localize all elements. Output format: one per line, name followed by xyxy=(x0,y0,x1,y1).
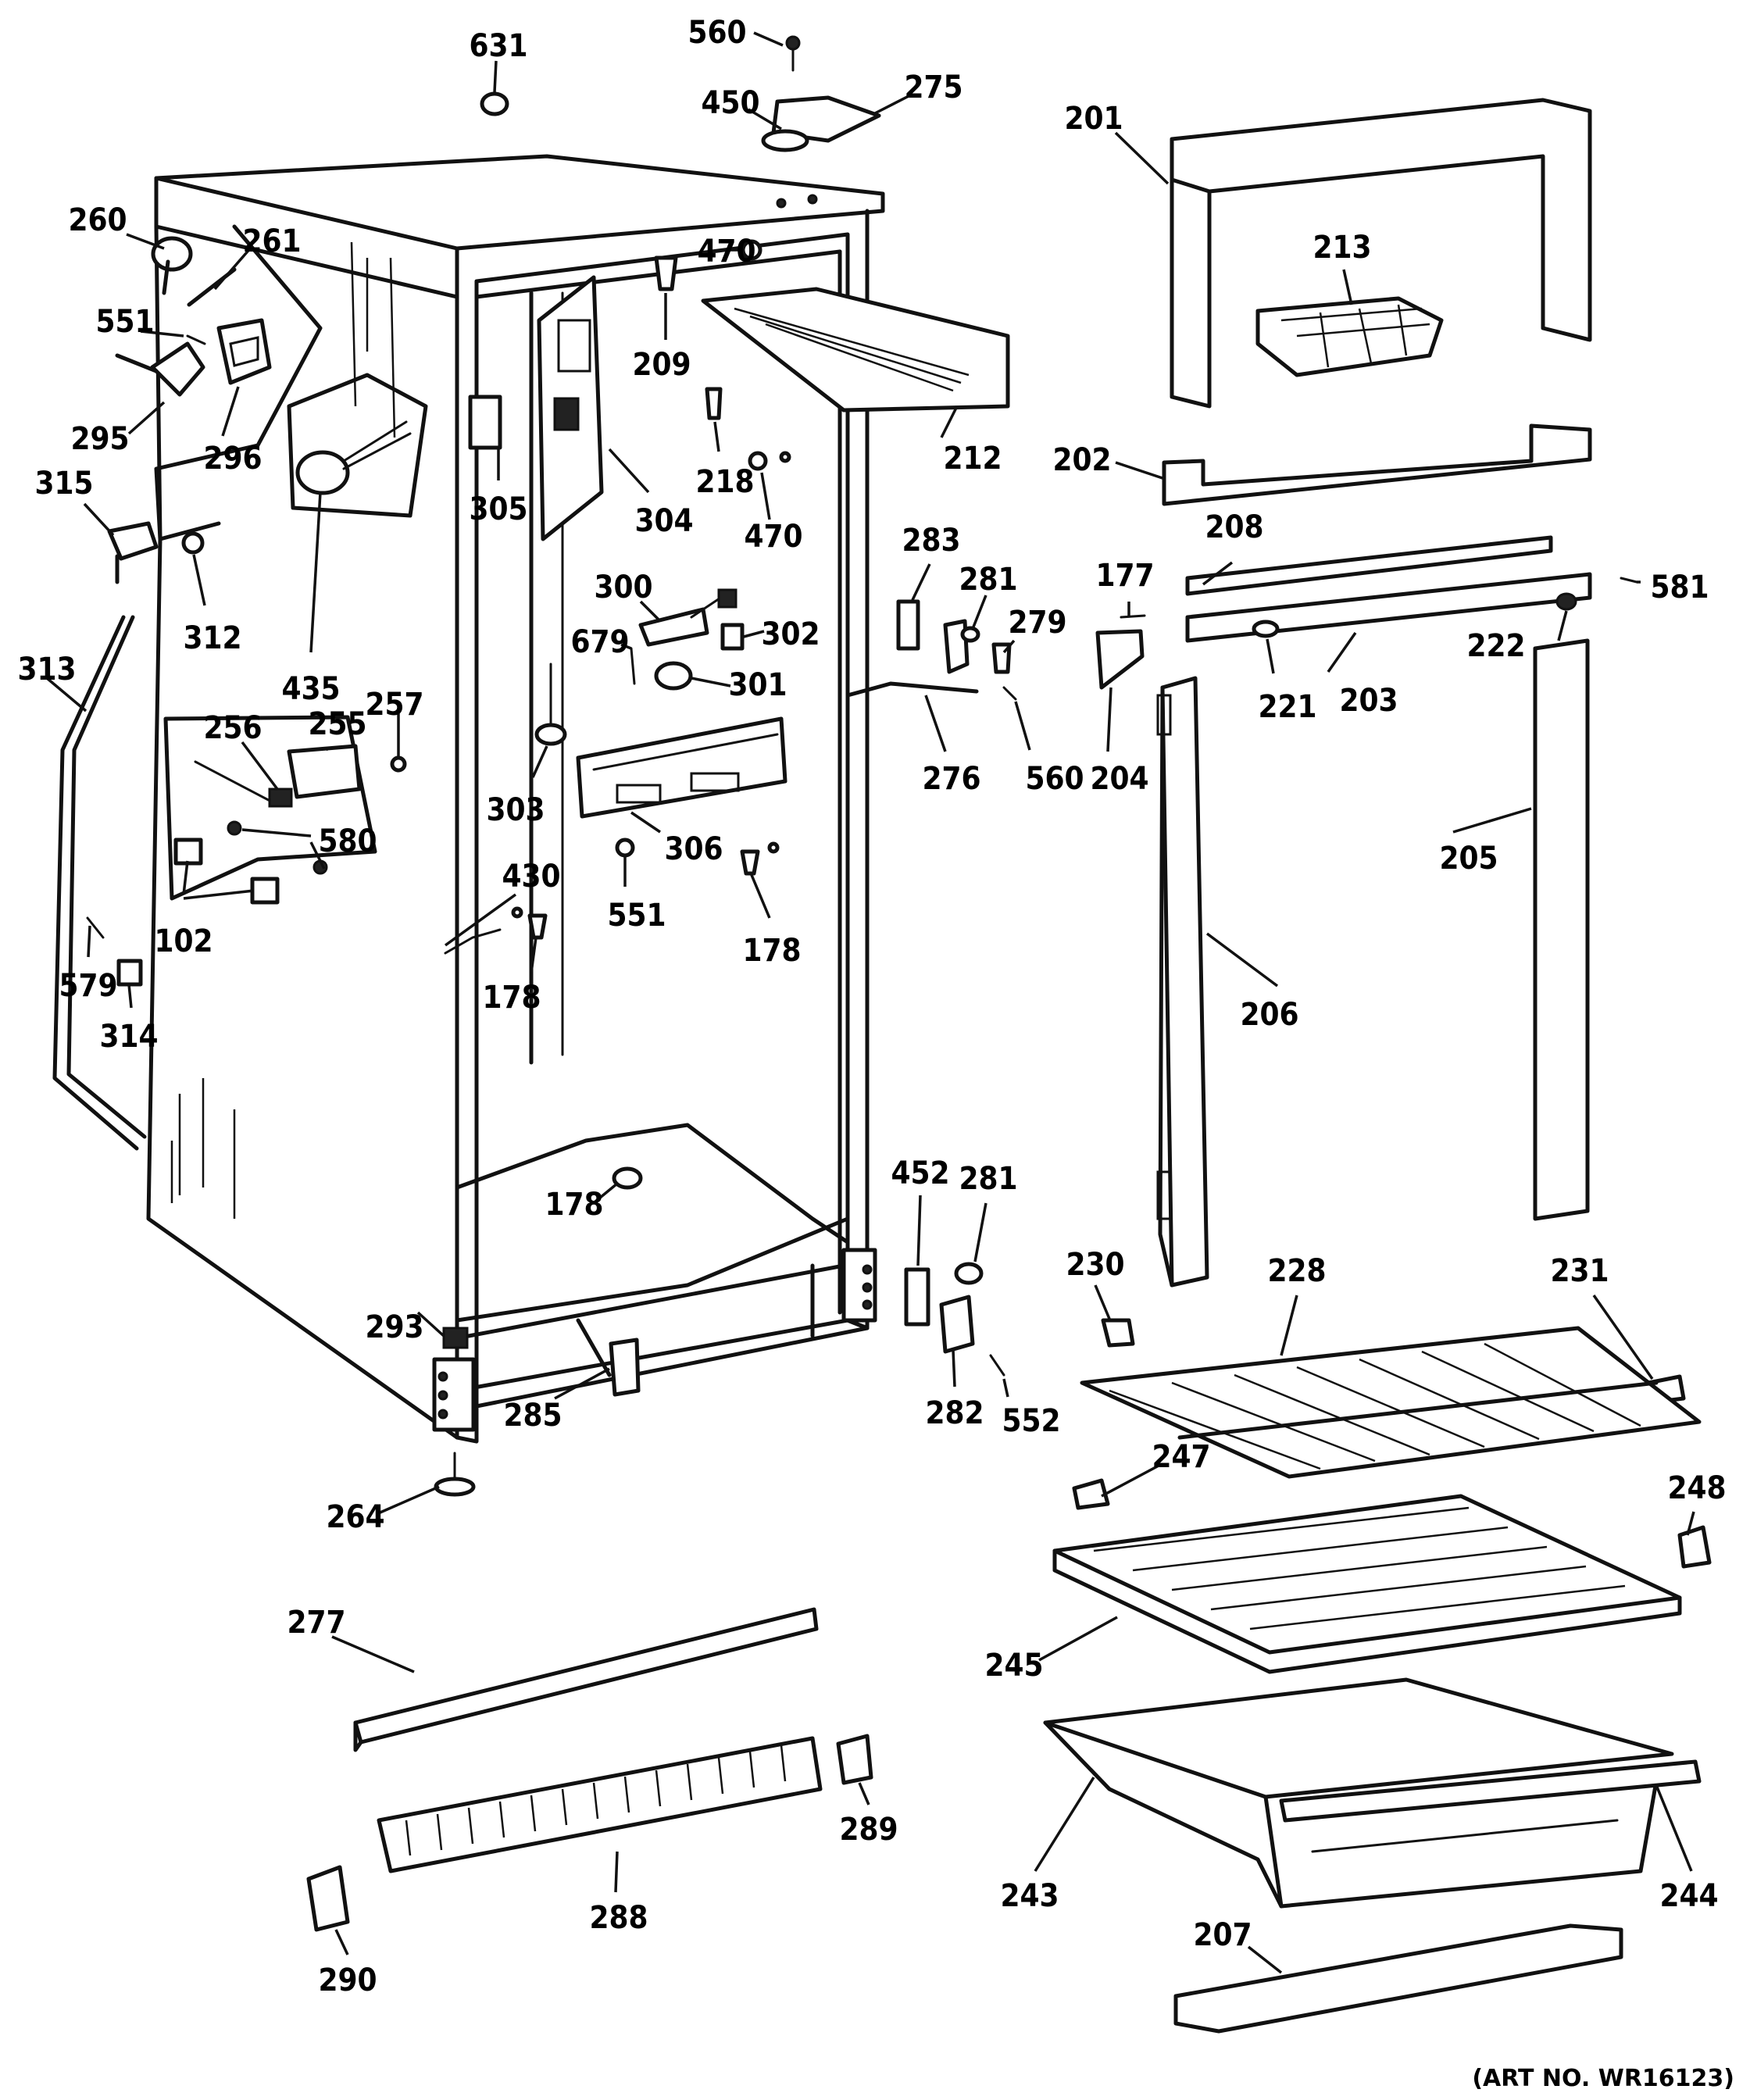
callout-222: 222 xyxy=(1466,628,1525,664)
callout-430: 430 xyxy=(502,859,560,895)
callout-213: 213 xyxy=(1312,230,1371,266)
callout-labels: 631 560 450 275 201 260 261 551 295 296 … xyxy=(17,15,1726,1998)
callout-296: 296 xyxy=(203,441,262,477)
callout-580: 580 xyxy=(318,823,377,859)
callout-203: 203 xyxy=(1339,683,1398,719)
callout-248: 248 xyxy=(1667,1470,1726,1506)
callout-285: 285 xyxy=(503,1398,562,1434)
hinge-parts xyxy=(480,35,1146,1377)
callout-679: 679 xyxy=(570,624,629,660)
art-number: (ART NO. WR16123) xyxy=(1472,2065,1734,2092)
callout-295: 295 xyxy=(70,421,129,457)
callout-282: 282 xyxy=(925,1395,984,1431)
interior-parts xyxy=(434,239,1010,1497)
callout-228: 228 xyxy=(1267,1253,1326,1289)
callout-231: 231 xyxy=(1550,1253,1609,1289)
callout-551b: 551 xyxy=(607,898,666,934)
callout-560b: 560 xyxy=(1025,761,1084,797)
callout-178: 178 xyxy=(742,933,801,969)
callout-275: 275 xyxy=(904,70,962,105)
callout-212: 212 xyxy=(943,441,1002,477)
callout-283: 283 xyxy=(902,523,960,559)
callout-305: 305 xyxy=(469,491,527,527)
callout-581: 581 xyxy=(1650,570,1709,605)
callout-177: 177 xyxy=(1095,558,1154,594)
callout-256: 256 xyxy=(203,710,262,746)
callout-289: 289 xyxy=(839,1812,898,1848)
callout-206: 206 xyxy=(1240,997,1298,1033)
callout-264: 264 xyxy=(326,1499,384,1535)
callout-315: 315 xyxy=(34,466,93,502)
callout-247: 247 xyxy=(1152,1439,1210,1475)
callout-304: 304 xyxy=(634,503,693,539)
callout-279: 279 xyxy=(1008,605,1066,641)
callout-201: 201 xyxy=(1064,101,1123,137)
callout-281b: 281 xyxy=(959,1161,1017,1197)
callout-312: 312 xyxy=(183,620,241,656)
callout-257: 257 xyxy=(365,687,423,723)
callout-209: 209 xyxy=(632,347,691,383)
callout-281: 281 xyxy=(959,562,1017,598)
grille-parts xyxy=(306,1607,873,1932)
callout-579: 579 xyxy=(59,968,117,1004)
callout-277: 277 xyxy=(287,1605,345,1641)
callout-470: 470 xyxy=(697,234,755,270)
callout-244: 244 xyxy=(1659,1878,1718,1914)
callout-452: 452 xyxy=(891,1155,949,1191)
leader-lines xyxy=(45,31,1695,1974)
callout-435: 435 xyxy=(281,671,340,707)
callout-301: 301 xyxy=(728,667,787,703)
callout-560: 560 xyxy=(688,15,746,51)
callout-207: 207 xyxy=(1193,1917,1252,1953)
callout-276: 276 xyxy=(922,761,980,797)
cabinet xyxy=(146,154,885,1444)
callout-218: 218 xyxy=(695,464,754,500)
callout-302: 302 xyxy=(761,616,820,652)
callout-261: 261 xyxy=(242,223,301,259)
callout-552: 552 xyxy=(1002,1403,1060,1439)
callout-551: 551 xyxy=(95,304,154,340)
callout-313: 313 xyxy=(17,652,76,688)
callout-230: 230 xyxy=(1066,1247,1124,1283)
callout-178c: 178 xyxy=(545,1187,603,1223)
callout-631: 631 xyxy=(469,28,527,64)
callout-300: 300 xyxy=(594,570,652,605)
callout-290: 290 xyxy=(318,1962,377,1998)
callout-306: 306 xyxy=(664,831,723,867)
callout-221: 221 xyxy=(1258,689,1316,725)
callout-260: 260 xyxy=(68,202,127,238)
callout-205: 205 xyxy=(1439,841,1498,877)
callout-288: 288 xyxy=(589,1900,648,1936)
callout-208: 208 xyxy=(1205,509,1263,545)
callout-314: 314 xyxy=(99,1019,158,1055)
callout-450: 450 xyxy=(701,85,759,121)
callout-178b: 178 xyxy=(482,980,541,1016)
callout-245: 245 xyxy=(984,1648,1043,1684)
callout-102: 102 xyxy=(154,923,212,959)
callout-470b: 470 xyxy=(744,519,802,555)
callout-202: 202 xyxy=(1052,442,1111,478)
callout-204: 204 xyxy=(1090,761,1148,797)
callout-293: 293 xyxy=(365,1309,423,1345)
left-side-parts xyxy=(52,224,428,1151)
callout-303: 303 xyxy=(486,792,545,828)
callout-255: 255 xyxy=(308,706,366,742)
callout-243: 243 xyxy=(1000,1878,1059,1914)
door-parts xyxy=(1043,98,1712,2034)
